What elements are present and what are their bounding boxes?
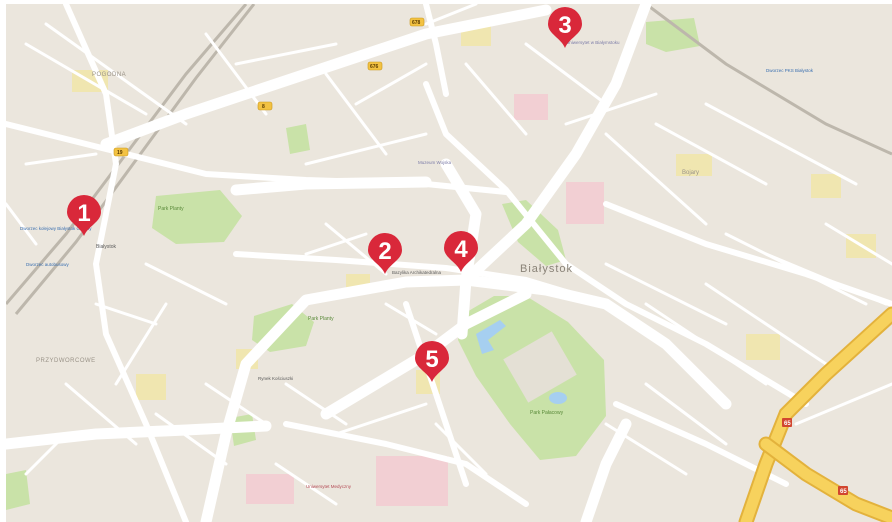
map-marker[interactable]: 4 [444, 231, 478, 272]
minor-roads [6, 4, 892, 506]
water [476, 320, 567, 404]
svg-text:2: 2 [378, 238, 391, 265]
poi-label: Dworzec PKS Białystok [766, 68, 814, 73]
pink-block [566, 182, 604, 224]
svg-text:676: 676 [370, 64, 379, 70]
park-label: Park Planty [158, 206, 184, 212]
poi-label: Dworzec autobusowy [26, 262, 70, 267]
station-label: Białystok [96, 244, 117, 250]
rail-line [645, 4, 892, 156]
park-north [646, 18, 700, 52]
svg-text:19: 19 [117, 150, 123, 156]
yellow-block [136, 374, 166, 400]
map-marker[interactable]: 3 [548, 7, 582, 48]
route-badge: 65 [782, 418, 792, 427]
district-label: POGODNA [92, 72, 126, 78]
district-label: PRZYDWORCOWE [36, 358, 96, 364]
map-marker[interactable]: 1 [67, 195, 101, 236]
pink-block [514, 94, 548, 120]
park-field [503, 331, 577, 403]
yellow-block [746, 334, 780, 360]
route-badge: 8 [257, 101, 273, 111]
pond [476, 320, 506, 354]
yellow-block [676, 154, 712, 176]
route-badge: 678 [409, 17, 425, 27]
svg-text:65: 65 [840, 489, 847, 495]
district-label: Bojary [682, 170, 699, 176]
route-badge: 65 [838, 486, 848, 495]
poi-label: Uniwersytet w Białymstoku [566, 40, 620, 45]
place-labels: Białystok PRZYDWORCOWE POGODNA Bojary Pa… [20, 40, 814, 489]
svg-text:5: 5 [425, 346, 438, 373]
map-canvas[interactable]: 678 676 8 19 65 65 Białystok PRZYDWORCOW… [6, 4, 892, 522]
map-marker[interactable]: 5 [415, 341, 449, 382]
pink-block [376, 456, 448, 506]
markers-layer: 1 2 4 3 5 [67, 7, 582, 382]
svg-text:8: 8 [262, 104, 265, 110]
svg-text:3: 3 [558, 12, 571, 39]
rail-line [14, 4, 256, 315]
park-planty-west [152, 190, 242, 244]
svg-text:4: 4 [454, 236, 468, 263]
route-badge: 19 [113, 147, 129, 157]
route-badge: 676 [367, 61, 383, 71]
poi-label: Uniwersytet Medyczny [306, 484, 352, 489]
park-corner [6, 470, 30, 510]
svg-text:65: 65 [784, 421, 791, 427]
park-label: Park Pałacowy [530, 410, 564, 416]
park-label: Park Planty [308, 316, 334, 322]
park-small [286, 124, 310, 154]
poi-label: Muzeum Wojska [418, 160, 452, 165]
highway [738, 306, 892, 522]
svg-text:1: 1 [77, 200, 90, 227]
pink-block [246, 474, 294, 504]
parks [6, 18, 700, 510]
svg-text:678: 678 [412, 20, 421, 26]
poi-label: Bazylika Archikatedralna [392, 270, 442, 275]
yellow-block [811, 174, 841, 198]
city-label: Białystok [520, 263, 573, 275]
map-marker[interactable]: 2 [368, 233, 402, 274]
pond-small [549, 392, 567, 404]
poi-label: Dworzec kolejowy Białystok Główny [20, 226, 92, 231]
poi-label: Rynek Kościuszki [258, 376, 293, 381]
route-badges: 678 676 8 19 65 65 [113, 17, 848, 495]
map-frame[interactable]: 678 676 8 19 65 65 Białystok PRZYDWORCOW… [6, 4, 892, 522]
park-strip [502, 200, 566, 266]
